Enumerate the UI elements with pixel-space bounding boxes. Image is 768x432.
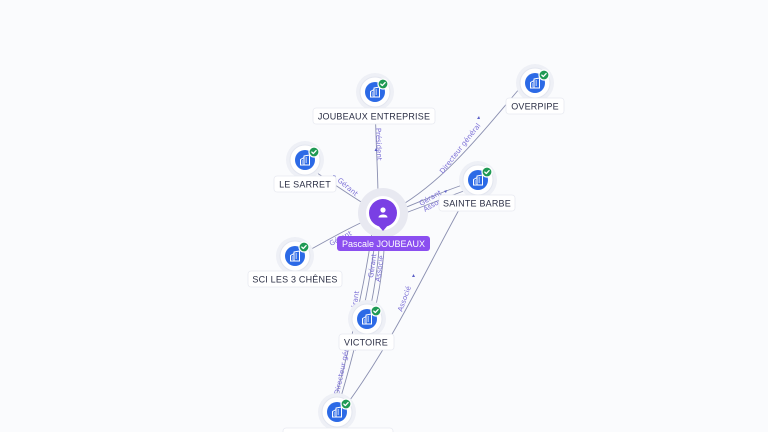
node-le-sarret[interactable]: LE SARRET xyxy=(273,141,337,193)
edge-label-associe-victoire: Associé xyxy=(374,255,386,282)
verified-check-icon xyxy=(377,78,389,90)
edge-bottom-3 xyxy=(349,189,471,401)
node-overpipe[interactable]: OVERPIPE xyxy=(505,64,565,115)
node-joubeaux-entreprise[interactable]: JOUBEAUX ENTREPRISE xyxy=(312,73,436,125)
node-person-center[interactable]: Pascale JOUBEAUX xyxy=(337,188,430,251)
node-sainte-barbe[interactable]: SAINTE BARBE xyxy=(438,161,516,212)
verified-check-icon xyxy=(370,305,382,317)
node-sci-les-3-chenes[interactable]: SCI LES 3 CHÊNES xyxy=(247,237,343,288)
node-bottom-company[interactable] xyxy=(282,393,394,432)
company-label: SCI LES 3 CHÊNES xyxy=(252,275,337,285)
edge-arrow xyxy=(374,148,378,151)
company-label: SAINTE BARBE xyxy=(443,199,511,209)
company-label: OVERPIPE xyxy=(511,102,559,112)
verified-check-icon xyxy=(481,166,493,178)
verified-check-icon xyxy=(308,146,320,158)
verified-check-icon xyxy=(298,241,310,253)
edge-label-gerant-victoire: Gérant xyxy=(367,253,378,278)
edge-arrow xyxy=(477,116,480,119)
company-label: VICTOIRE xyxy=(344,338,388,348)
verified-check-icon xyxy=(538,69,550,81)
verified-check-icon xyxy=(340,398,352,410)
node-victoire[interactable]: VICTOIRE xyxy=(338,300,395,351)
company-label: JOUBEAUX ENTREPRISE xyxy=(318,112,430,122)
edge-arrow xyxy=(412,274,415,277)
person-circle xyxy=(369,199,397,227)
company-label: LE SARRET xyxy=(279,180,331,190)
edge-label-associe-bottom: Associé xyxy=(396,285,413,313)
edge-label-president: Président xyxy=(374,128,383,161)
person-label: Pascale JOUBEAUX xyxy=(342,239,425,249)
person-icon xyxy=(378,207,388,218)
edge-arrow xyxy=(444,190,447,193)
person-pin-tail xyxy=(377,224,389,231)
person-label-box xyxy=(337,236,430,251)
